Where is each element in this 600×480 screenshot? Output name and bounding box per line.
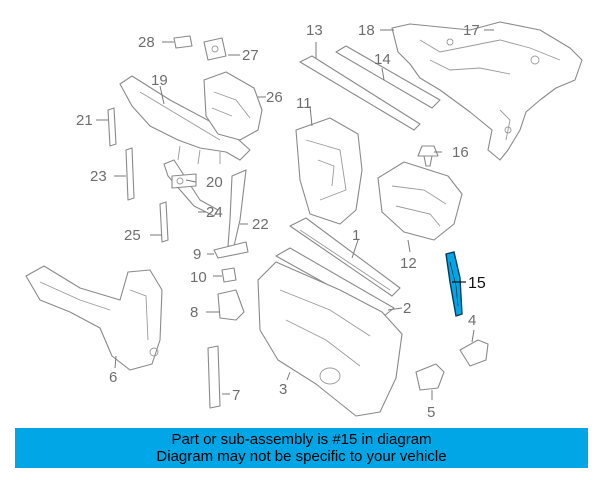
callout-8: 8 <box>190 304 198 321</box>
part-15-highlighted[interactable] <box>445 251 463 317</box>
part-3-dash-panel <box>257 261 403 417</box>
part-23-bracket <box>125 147 135 201</box>
info-banner: Part or sub-assembly is #15 in diagram D… <box>15 428 588 468</box>
part-22-bracket <box>227 169 247 247</box>
callout-20: 20 <box>206 174 223 191</box>
callout-5: 5 <box>427 404 435 421</box>
part-21-bracket <box>107 107 117 147</box>
part-14-strip <box>335 45 441 109</box>
callout-28: 28 <box>138 34 155 51</box>
banner-line-1: Part or sub-assembly is #15 in diagram <box>171 431 432 448</box>
part-4-bracket <box>459 339 489 367</box>
callout-6: 6 <box>109 369 117 386</box>
callout-11: 11 <box>296 95 312 112</box>
callout-4: 4 <box>468 312 476 329</box>
callout-21: 21 <box>76 112 93 129</box>
callout-25: 25 <box>124 227 141 244</box>
callout-15: 15 <box>468 275 486 292</box>
part-25-bracket <box>159 201 169 243</box>
callout-3: 3 <box>279 381 287 398</box>
callout-1: 1 <box>352 227 360 244</box>
callout-23: 23 <box>90 168 107 185</box>
part-10-clip <box>221 267 237 283</box>
callout-22: 22 <box>252 216 269 233</box>
callout-2: 2 <box>403 300 411 317</box>
banner-line-2: Diagram may not be specific to your vehi… <box>156 448 447 465</box>
callout-10: 10 <box>190 269 207 286</box>
part-17-cowl-panel <box>391 21 583 161</box>
callout-18: 18 <box>358 22 375 39</box>
callout-24: 24 <box>206 204 223 221</box>
callout-16: 16 <box>452 144 469 161</box>
part-8-bracket <box>217 289 245 321</box>
part-11-panel <box>295 117 363 225</box>
part-28-clip <box>173 35 193 49</box>
callout-labels: 1 2 3 4 5 6 7 8 9 10 11 12 13 14 15 16 1… <box>76 22 486 421</box>
callout-26: 26 <box>266 89 283 106</box>
part-1-cowl-top <box>289 217 401 297</box>
callout-14: 14 <box>374 51 391 68</box>
part-6-apron <box>25 265 163 371</box>
leader-lines <box>96 29 494 400</box>
callout-12: 12 <box>400 255 417 272</box>
part-7-strip <box>207 345 221 409</box>
callout-9: 9 <box>193 246 201 263</box>
part-20-hardware <box>171 173 197 189</box>
part-16-fastener <box>417 145 439 167</box>
callout-13: 13 <box>306 22 323 39</box>
callout-7: 7 <box>232 387 240 404</box>
part-27-clip <box>203 37 227 61</box>
part-13-strip <box>299 55 421 131</box>
part-26-housing <box>203 71 263 141</box>
part-9-clip <box>213 241 249 259</box>
callout-27: 27 <box>242 47 259 64</box>
part-5-bracket <box>415 363 445 391</box>
callout-19: 19 <box>151 72 168 89</box>
callout-17: 17 <box>463 22 480 39</box>
part-12-insulator <box>377 161 463 241</box>
part-19-cowl-bracket <box>119 75 251 165</box>
